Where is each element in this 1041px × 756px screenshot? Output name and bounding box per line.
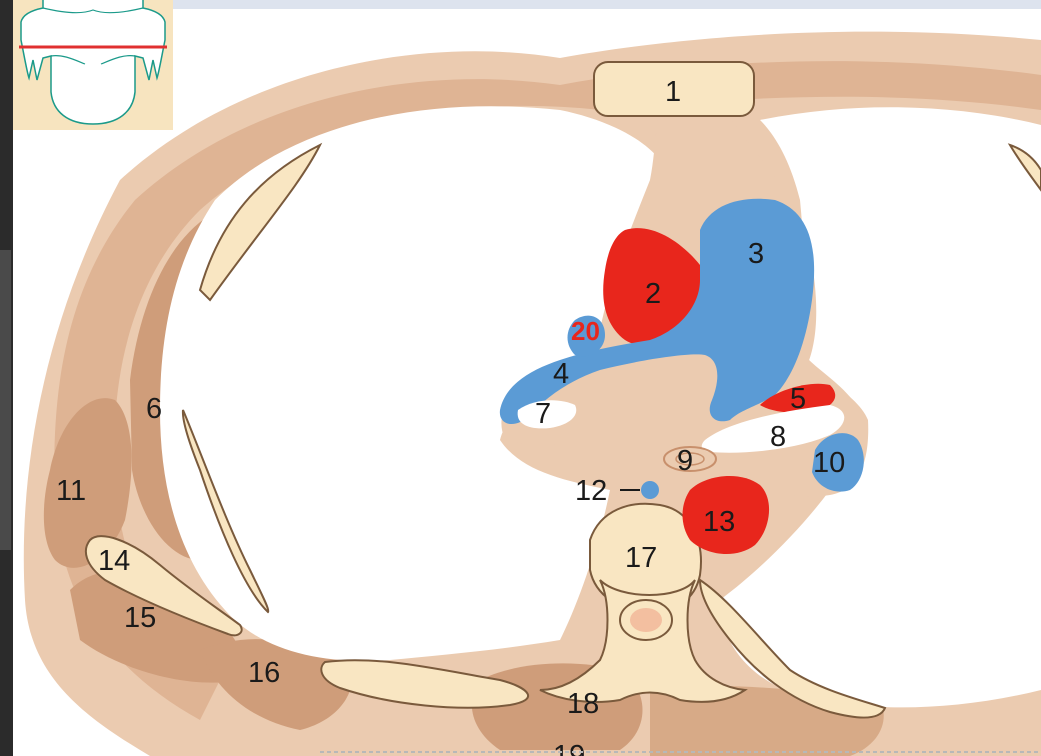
label-20: 20 [571,316,600,346]
azygos-vein-12 [641,481,659,499]
label-13: 13 [703,506,735,538]
spinal-cord [630,608,662,632]
label-5: 5 [790,383,806,415]
inset-body-outline [21,0,165,124]
left-edge-inner [0,250,11,550]
label-8: 8 [770,421,786,453]
thorax-level-indicator-icon [13,0,173,130]
label-15: 15 [124,602,156,634]
label-2: 2 [645,278,661,310]
label-7: 7 [535,398,551,430]
label-1: 1 [665,76,681,108]
label-6: 6 [146,393,162,425]
label-19: 19 [553,740,585,756]
label-14: 14 [98,545,130,577]
label-4: 4 [553,358,569,390]
label-18: 18 [567,688,599,720]
label-16: 16 [248,657,280,689]
label-12: 12 [575,475,607,507]
label-9: 9 [677,445,693,477]
label-11: 11 [56,475,86,507]
label-3: 3 [748,238,764,270]
label-17: 17 [625,542,657,574]
label-10: 10 [813,447,845,479]
